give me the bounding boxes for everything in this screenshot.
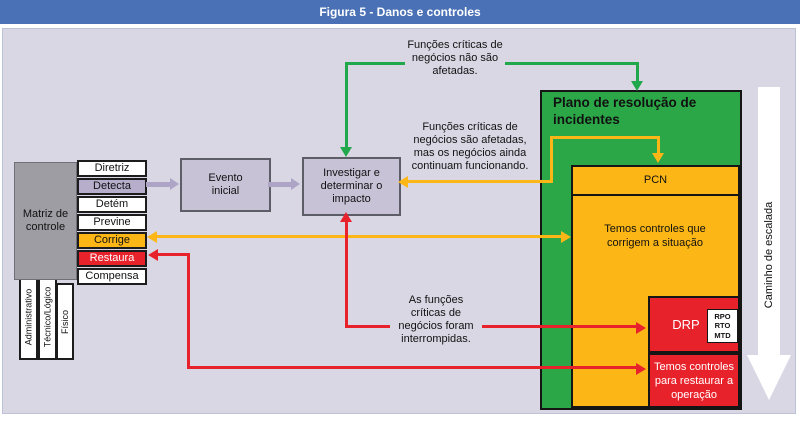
flow-arrowhead-detecta	[170, 178, 179, 190]
metric-mtd: MTD	[714, 330, 731, 340]
matrix-item-corrige: Corrige	[77, 232, 147, 249]
annotation-interrupted: As funções críticas de negócios foram in…	[390, 294, 482, 346]
flow-arrow-event-to-investigate	[268, 182, 291, 187]
red-connector-horizontal-left	[158, 253, 190, 256]
matrix-item-previne: Previne	[77, 214, 147, 231]
annotation-affected-running: Funções críticas de negócios são afetada…	[404, 121, 536, 173]
matrix-item-diretriz: Diretriz	[77, 160, 147, 177]
restore-controls-box: Temos controles para restaurar a operaçã…	[648, 353, 740, 408]
incident-plan-title: Plano de resolução de incidentes	[553, 95, 697, 127]
yellow-connector-vertical-left	[550, 136, 553, 183]
green-arrowhead-plan	[631, 81, 643, 91]
green-connector-vertical-right	[636, 62, 639, 82]
green-connector-vertical-left	[345, 62, 348, 148]
matrix-item-restaura: Restaura	[77, 250, 147, 267]
investigate-box: Investigar e determinar o impacto	[302, 157, 401, 216]
yellow-arrowhead-investigate	[398, 176, 408, 188]
red-arrowhead-restaura	[148, 249, 158, 261]
red-connector-vertical-mid	[345, 222, 348, 327]
flow-arrowhead-event	[291, 178, 300, 190]
red-arrowhead-drp	[636, 322, 646, 334]
pcn-controls-note: Temos controles que corrigem a situação	[604, 223, 706, 249]
matrix-item-detecta: Detecta	[77, 178, 147, 195]
red-arrowhead-restore	[636, 363, 646, 375]
metric-rto: RTO	[714, 321, 731, 331]
red-arrowhead-investigate	[340, 212, 352, 222]
annotation-not-affected: Funções críticas de negócios não são afe…	[405, 39, 505, 78]
escalation-label: Caminho de escalada	[763, 201, 775, 309]
red-connector-horizontal-drp	[345, 325, 638, 328]
category-tecnico-logico: Técnico/Lógico	[38, 273, 57, 360]
yellow-connector-horizontal-upper	[408, 180, 553, 183]
matrix-item-compensa: Compensa	[77, 268, 147, 285]
yellow-connector-long	[157, 235, 561, 238]
category-administrativo: Administrativo	[19, 273, 38, 360]
initial-event-box: Evento inicial	[180, 158, 271, 212]
escalation-label-wrap: Caminho de escalada	[758, 150, 780, 360]
yellow-connector-horizontal-top	[550, 136, 660, 139]
category-fisico: Físico	[56, 283, 74, 360]
matrix-item-detem: Detém	[77, 196, 147, 213]
escalation-arrowhead	[747, 355, 791, 400]
red-connector-vertical-left	[187, 253, 190, 369]
figure-title-bar: Figura 5 - Danos e controles	[0, 0, 800, 24]
yellow-arrowhead-corrige	[147, 231, 157, 243]
drp-metrics-box: RPO RTO MTD	[707, 309, 738, 343]
control-matrix-label: Matriz de controle	[22, 208, 69, 233]
yellow-connector-vertical-right	[657, 136, 660, 154]
restore-controls-note: Temos controles para restaurar a operaçã…	[653, 360, 735, 401]
metric-rpo: RPO	[714, 311, 731, 321]
control-matrix-box: Matriz de controle	[14, 162, 77, 280]
drp-label: DRP	[672, 317, 700, 332]
yellow-arrowhead-controls	[561, 231, 571, 243]
yellow-arrowhead-pcn	[652, 153, 664, 163]
green-arrowhead-investigate	[340, 147, 352, 157]
figure-title: Figura 5 - Danos e controles	[319, 5, 481, 19]
flow-arrow-detecta-to-event	[146, 182, 170, 187]
pcn-header: PCN	[571, 165, 740, 196]
red-connector-horizontal-bottom	[187, 366, 638, 369]
escalation-arrow-shaft	[758, 87, 780, 355]
pcn-label: PCN	[643, 173, 668, 186]
